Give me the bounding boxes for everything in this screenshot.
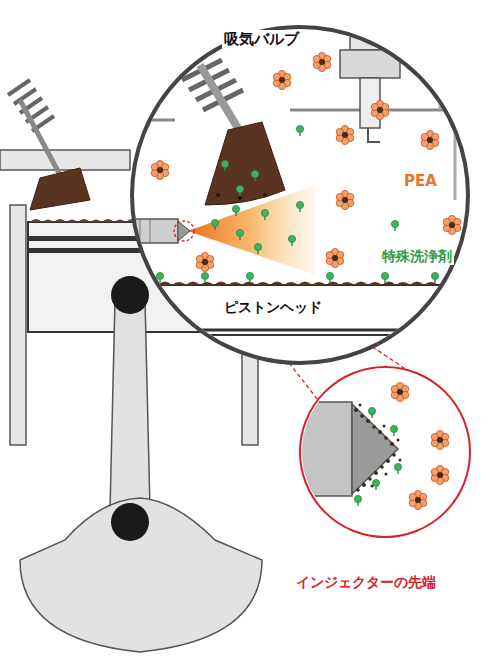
part-label: インジェクターの先端 <box>296 574 436 591</box>
combustion-chamber <box>120 20 480 335</box>
injector-tip <box>290 382 449 509</box>
zoom-circle <box>132 27 468 363</box>
part-label: 吸気バルブ <box>222 30 301 48</box>
part-label: PEA <box>404 172 437 190</box>
part-label: ピストンヘッド <box>222 299 324 316</box>
part-label: 特殊洗浄剤 <box>380 248 454 265</box>
engine-block <box>0 80 262 652</box>
